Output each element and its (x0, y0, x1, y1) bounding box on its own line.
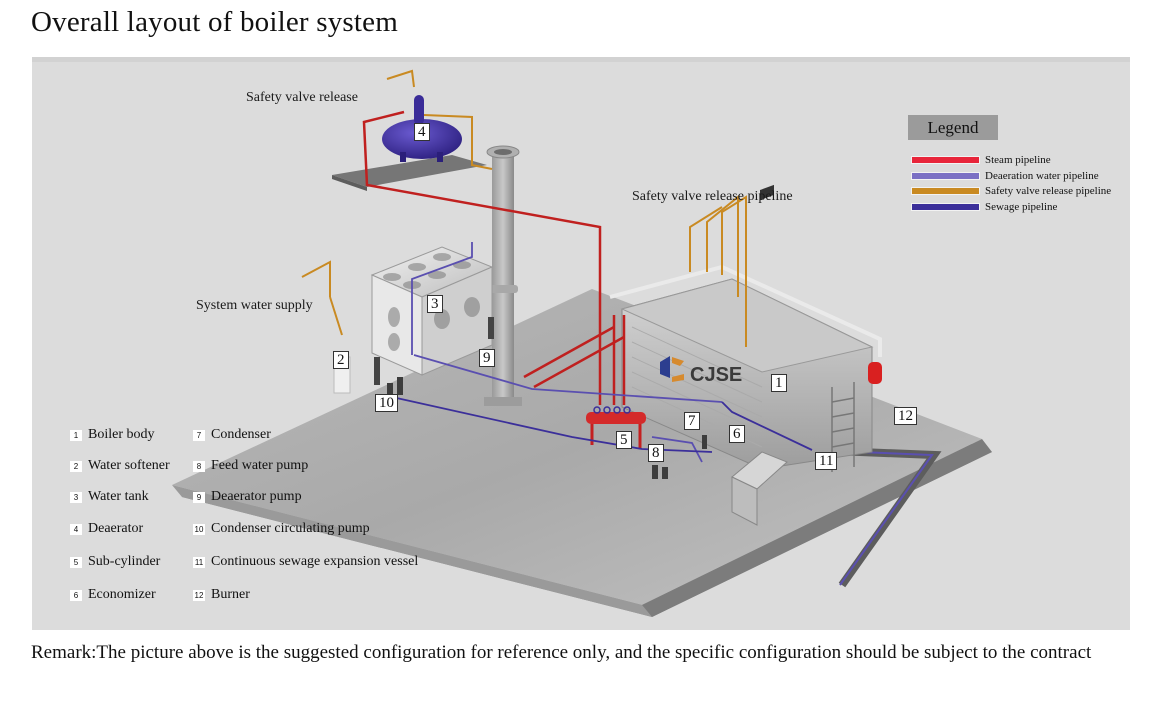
sub-cylinder (586, 406, 646, 449)
key-label: Economizer (88, 587, 156, 602)
component-key-item: 2 Water softener (70, 458, 170, 474)
key-number: 11 (193, 556, 205, 568)
key-number: 5 (70, 556, 82, 568)
chimney-stack (484, 145, 522, 406)
component-key-item: 4 Deaerator (70, 521, 143, 537)
key-label: Feed water pump (211, 458, 309, 473)
callout-system-water-supply: System water supply (196, 298, 313, 313)
tag-economizer: 6 (729, 425, 745, 443)
key-number: 7 (193, 429, 205, 441)
component-key-item: 5 Sub-cylinder (70, 554, 160, 570)
callout-safety-valve-release-pipeline: Safety valve release pipeline (632, 189, 793, 204)
remark-note: Remark:The picture above is the suggeste… (31, 642, 1092, 663)
steam-pipeline (362, 110, 626, 405)
control-cabinet (731, 184, 788, 526)
component-key-item: 1 Boiler body (70, 427, 155, 443)
component-key-item: 9 Deaerator pump (193, 489, 302, 505)
legend-item-safety-valve: Safety valve release pipeline (911, 185, 1111, 197)
tag-feed-water-pump: 8 (648, 444, 664, 462)
tag-burner: 12 (894, 407, 917, 425)
component-key-item: 7 Condenser (193, 427, 271, 443)
key-label: Deaerator pump (211, 489, 302, 504)
brand-logo-text: CJSE (690, 364, 742, 386)
brand-logo: CJSE (660, 356, 742, 386)
component-key-item: 8 Feed water pump (193, 458, 308, 474)
component-key-item: 6 Economizer (70, 587, 156, 603)
pump-units (387, 377, 707, 479)
legend-swatch-steam (911, 156, 980, 164)
tag-deaerator: 4 (414, 123, 430, 141)
key-label: Continuous sewage expansion vessel (211, 554, 419, 569)
legend-label: Deaeration water pipeline (985, 170, 1099, 182)
tag-water-softener: 2 (333, 351, 349, 369)
component-key-item: 11 Continuous sewage expansion vessel (193, 554, 418, 570)
deaeration-water-pipeline (411, 242, 723, 463)
legend-label: Safety valve release pipeline (985, 185, 1112, 197)
key-number: 2 (70, 460, 82, 472)
sewage-pipeline (391, 396, 813, 453)
legend-label: Sewage pipeline (985, 201, 1058, 213)
key-number: 6 (70, 589, 82, 601)
boiler-layout-diagram: CJSE (32, 57, 1130, 630)
boiler-scene: CJSE (172, 69, 992, 617)
key-number: 10 (193, 523, 205, 535)
legend-swatch-safety-valve (911, 187, 980, 195)
page-title: Overall layout of boiler system (31, 6, 399, 38)
safety-valve-pipeline (301, 69, 747, 347)
legend-swatch-deaeration (911, 172, 980, 180)
key-label: Boiler body (88, 427, 155, 442)
tag-sub-cylinder: 5 (616, 431, 632, 449)
component-key-item: 12 Burner (193, 587, 250, 603)
key-label: Burner (211, 587, 250, 602)
key-number: 1 (70, 429, 82, 441)
tag-water-tank: 3 (427, 295, 443, 313)
legend-item-sewage: Sewage pipeline (911, 201, 1057, 213)
component-key-item: 10 Condenser circulating pump (193, 521, 370, 537)
legend-swatch-sewage (911, 203, 980, 211)
panel-top-edge (32, 57, 1130, 62)
tag-deaerator-pump: 9 (479, 349, 495, 367)
key-number: 4 (70, 523, 82, 535)
legend-title: Legend (908, 115, 998, 140)
tag-condenser-circulating-pump: 10 (375, 394, 398, 412)
legend-item-steam: Steam pipeline (911, 154, 1051, 166)
legend-label: Steam pipeline (985, 154, 1051, 166)
tag-boiler-body: 1 (771, 374, 787, 392)
key-label: Condenser (211, 427, 271, 442)
key-number: 8 (193, 460, 205, 472)
key-label: Water tank (88, 489, 149, 504)
key-label: Condenser circulating pump (211, 521, 370, 536)
key-label: Sub-cylinder (88, 554, 161, 569)
legend-item-deaeration: Deaeration water pipeline (911, 170, 1099, 182)
key-number: 12 (193, 589, 205, 601)
key-label: Deaerator (88, 521, 144, 536)
key-number: 3 (70, 491, 82, 503)
key-label: Water softener (88, 458, 170, 473)
callout-safety-valve-release: Safety valve release (246, 90, 358, 105)
key-number: 9 (193, 491, 205, 503)
deaerator-assembly (332, 95, 487, 191)
tag-sewage-expansion-vessel: 11 (815, 452, 838, 470)
component-key-item: 3 Water tank (70, 489, 149, 505)
tag-condenser: 7 (684, 412, 700, 430)
